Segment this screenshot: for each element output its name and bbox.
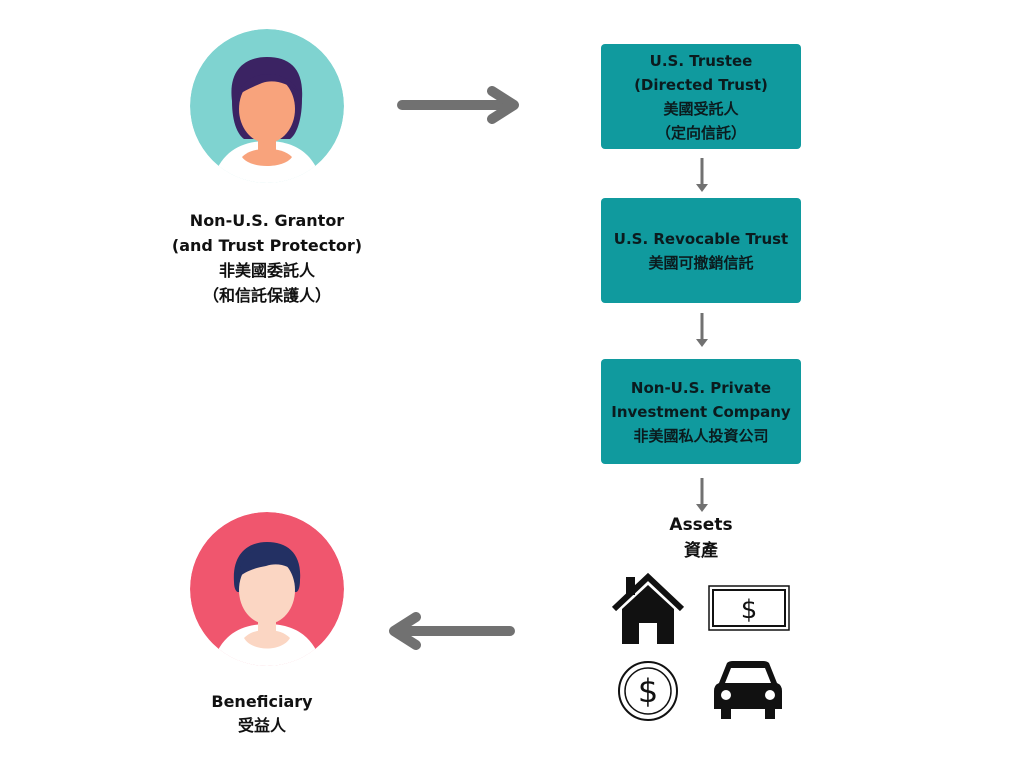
car-icon	[713, 659, 783, 721]
private-company-title-chinese: 非美國私人投資公司	[633, 426, 769, 445]
svg-text:$: $	[638, 672, 658, 710]
assets-title: Assets	[669, 515, 733, 535]
beneficiary-avatar	[190, 512, 344, 666]
assets-title-chinese: 資產	[684, 541, 718, 561]
beneficiary-title-chinese: 受益人	[237, 716, 286, 735]
trustee-subtitle-chinese: （定向信託）	[655, 123, 746, 142]
grantor-subtitle: (and Trust Protector)	[171, 236, 363, 255]
revocable-trust-title: U.S. Revocable Trust	[613, 229, 789, 248]
trustee-box: U.S. Trustee (Directed Trust) 美國受託人 （定向信…	[601, 44, 801, 149]
banknote-icon: $	[708, 585, 790, 631]
assets-label: Assets 資產	[640, 512, 762, 564]
grantor-label: Non-U.S. Grantor (and Trust Protector) 非…	[155, 208, 379, 308]
trustee-title: U.S. Trustee	[649, 51, 753, 70]
grantor-avatar	[190, 29, 344, 183]
arrow-assets-to-beneficiary	[386, 612, 516, 650]
svg-text:$: $	[741, 595, 758, 625]
beneficiary-title: Beneficiary	[211, 692, 313, 711]
arrow-trustee-to-trust	[694, 156, 710, 194]
revocable-trust-title-chinese: 美國可撤銷信託	[648, 253, 754, 272]
trustee-title-chinese: 美國受託人	[663, 99, 739, 118]
trustee-subtitle: (Directed Trust)	[634, 75, 768, 94]
private-company-box: Non-U.S. Private Investment Company 非美國私…	[601, 359, 801, 464]
grantor-title-chinese: 非美國委託人	[218, 261, 315, 280]
arrow-company-to-assets	[694, 476, 710, 514]
beneficiary-label: Beneficiary 受益人	[192, 690, 332, 738]
house-icon	[610, 571, 686, 645]
private-company-title-line1: Non-U.S. Private	[630, 378, 772, 397]
arrow-grantor-to-trustee	[396, 86, 522, 124]
arrow-trust-to-company	[694, 311, 710, 349]
revocable-trust-box: U.S. Revocable Trust 美國可撤銷信託	[601, 198, 801, 303]
grantor-subtitle-chinese: （和信託保護人）	[202, 286, 331, 305]
grantor-title: Non-U.S. Grantor	[189, 211, 345, 230]
dollar-coin-icon: $	[617, 660, 679, 722]
private-company-title-line2: Investment Company	[611, 402, 791, 421]
